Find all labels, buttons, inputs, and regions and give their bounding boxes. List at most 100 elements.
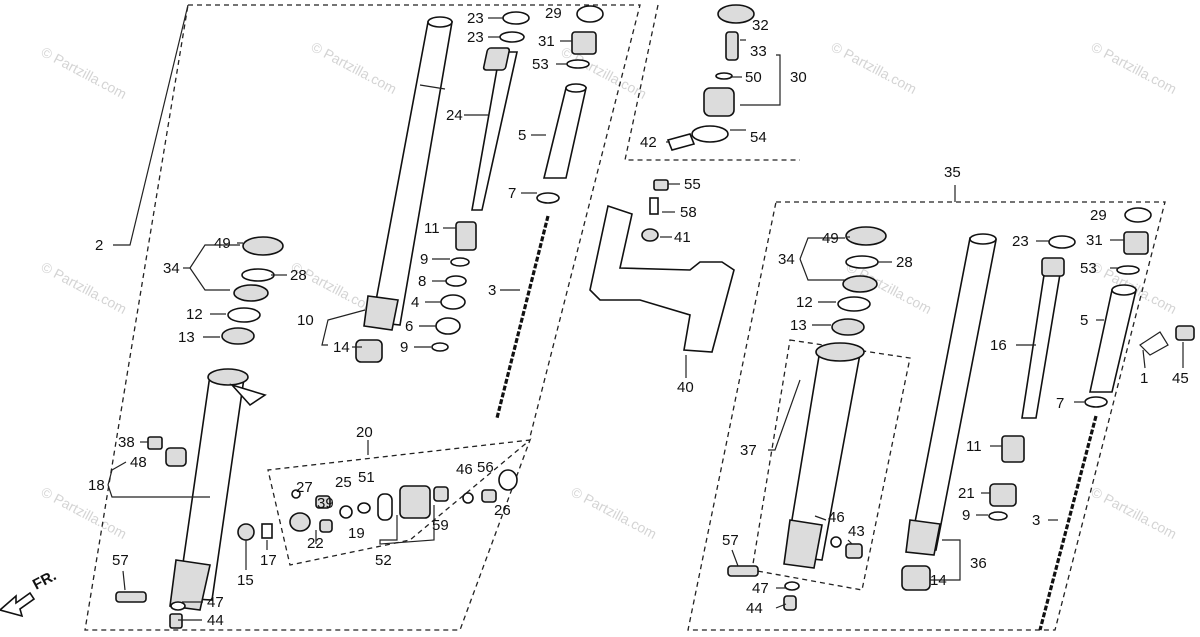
- screw-part: [725, 31, 739, 61]
- part-label: 47: [752, 580, 769, 597]
- bolt-part: [433, 486, 449, 502]
- part-label: 52: [375, 552, 392, 569]
- watermark-text: © Partzilla.com: [39, 44, 130, 102]
- part-label: 28: [896, 254, 913, 271]
- cap-part: [165, 447, 187, 467]
- valve-body-part: [703, 87, 735, 117]
- bolt-part: [783, 595, 797, 611]
- part-label: 9: [420, 251, 428, 268]
- spacer-right-part: [1089, 284, 1138, 393]
- bolt-part: [147, 436, 163, 450]
- spring-part: [261, 523, 273, 539]
- rebound-spring-part: [455, 221, 477, 251]
- part-label: 19: [348, 525, 365, 542]
- washer-part: [170, 601, 186, 611]
- part-label: 54: [750, 129, 767, 146]
- oil-seal-part: [233, 284, 269, 302]
- piece-part: [435, 317, 461, 335]
- part-label: 27: [296, 479, 313, 496]
- part-label: 42: [640, 134, 657, 151]
- spring-part: [1038, 415, 1098, 631]
- guide-bushing-part: [831, 318, 865, 336]
- part-label: 23: [467, 29, 484, 46]
- part-label: 18: [88, 477, 105, 494]
- left-fork-outline: [84, 4, 641, 631]
- part-label: 3: [1032, 512, 1040, 529]
- bolt-part: [169, 613, 183, 629]
- left-fork-parts: [115, 5, 604, 629]
- clip-part: [241, 268, 275, 282]
- part-label: 16: [990, 337, 1007, 354]
- part-label: 34: [163, 260, 180, 277]
- lower-leg-right-part: [783, 342, 865, 569]
- part-label: 46: [456, 461, 473, 478]
- fork-bridge-part: [589, 179, 735, 353]
- right-fork-parts: [727, 207, 1195, 631]
- clip-part: [431, 342, 449, 352]
- part-label: 12: [796, 294, 813, 311]
- part-label: 5: [1080, 312, 1088, 329]
- part-label: 39: [317, 495, 334, 512]
- part-label: 55: [684, 176, 701, 193]
- part-label: 10: [297, 312, 314, 329]
- part-label: 44: [746, 600, 763, 617]
- part-label: 15: [237, 572, 254, 589]
- valve-part: [315, 495, 331, 509]
- watermark-text: © Partzilla.com: [39, 259, 130, 317]
- piece-part: [440, 294, 466, 310]
- part-label: 7: [1056, 395, 1064, 412]
- watermark-text: © Partzilla.com: [569, 484, 660, 542]
- part-label: 9: [962, 507, 970, 524]
- part-label: 8: [418, 273, 426, 290]
- part-label: 48: [130, 454, 147, 471]
- part-label: 32: [752, 17, 769, 34]
- pin-part: [291, 489, 301, 499]
- watermark-text: © Partzilla.com: [39, 484, 130, 542]
- spacer-part: [542, 83, 587, 179]
- part-label: 58: [680, 204, 697, 221]
- washer-part: [227, 307, 261, 323]
- o-ring-part: [1116, 265, 1140, 275]
- part-label: 49: [214, 235, 231, 252]
- part-label: 7: [508, 185, 516, 202]
- washer-part: [536, 192, 560, 204]
- dust-seal-part: [845, 226, 887, 246]
- part-label: 44: [207, 612, 224, 629]
- ring-part: [1048, 235, 1076, 249]
- o-ring-part: [715, 72, 733, 80]
- leader-lines: [107, 4, 1184, 621]
- part-label: 30: [790, 69, 807, 86]
- cap-group-parts: [666, 4, 755, 151]
- watermark-text: © Partzilla.com: [309, 39, 400, 97]
- part-label: 50: [745, 69, 762, 86]
- part-label: 59: [432, 517, 449, 534]
- part-label: 56: [477, 459, 494, 476]
- ring-part: [462, 492, 474, 504]
- part-label: 49: [822, 230, 839, 247]
- part-label: 14: [930, 572, 947, 589]
- part-label: 17: [260, 552, 277, 569]
- part-label: 21: [958, 485, 975, 502]
- bushing-part: [901, 565, 931, 591]
- part-label: 29: [545, 5, 562, 22]
- cap-part: [498, 469, 518, 491]
- rebound-spring-part: [1001, 435, 1025, 463]
- part-label: 37: [740, 442, 757, 459]
- part-label: 14: [333, 339, 350, 356]
- part-label: 33: [750, 43, 767, 60]
- nut-part: [237, 523, 255, 541]
- fork-tube-part: [363, 16, 453, 331]
- part-label: 53: [532, 56, 549, 73]
- damper-rod-part: [471, 47, 518, 211]
- part-label: 40: [677, 379, 694, 396]
- washer-part: [784, 581, 800, 591]
- guide-bushing-part: [221, 327, 255, 345]
- oil-seal-part: [842, 275, 878, 293]
- cap-part: [576, 5, 604, 23]
- ring-part: [445, 275, 467, 287]
- part-label: 1: [1140, 370, 1148, 387]
- valve-part: [289, 512, 311, 532]
- part-label: 5: [518, 127, 526, 144]
- front-direction-indicator: FR.: [0, 567, 59, 618]
- washer-part: [1084, 396, 1108, 408]
